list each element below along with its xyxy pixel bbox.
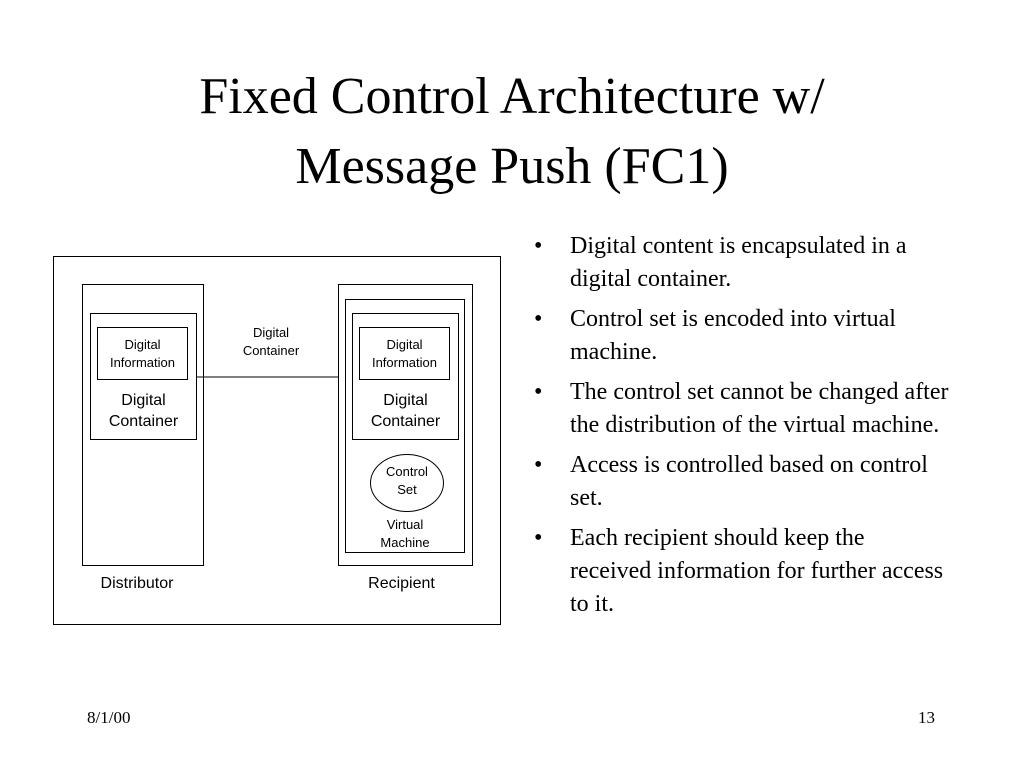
distributor-digital-information [97, 327, 188, 380]
recipient-label: Recipient [368, 575, 435, 592]
control-set-ellipse [370, 454, 444, 512]
bullet-text: Each recipient should keep the received … [570, 525, 944, 617]
slide-title-line-1: Fixed Control Architecture w/ [199, 68, 825, 125]
distributor-container-line-2: Container [108, 413, 179, 430]
architecture-diagram: Digital Information Digital Container Di… [53, 256, 501, 625]
arrow-label: Digital Container [226, 324, 316, 360]
recipient-information-line-2: Information [371, 355, 438, 370]
bullet-item: • Each recipient should keep the received… [530, 522, 950, 621]
distributor-information-line-1: Digital [124, 337, 161, 352]
distributor-container-line-1: Digital [121, 392, 166, 409]
bullet-text: Access is controlled based on control se… [570, 452, 928, 511]
bullet-marker: • [534, 379, 543, 405]
footer-page-number: 13 [918, 708, 935, 727]
bullet-marker: • [534, 525, 543, 551]
recipient-information-line-1: Digital [386, 337, 423, 352]
recipient-container-label: Digital Container [352, 390, 459, 432]
virtual-machine-line-2: Machine [380, 535, 430, 550]
bullet-text: Control set is encoded into virtual mach… [570, 306, 896, 365]
bullet-item: • Control set is encoded into virtual mac… [530, 303, 950, 369]
arrow-label-line-1: Digital [252, 325, 290, 340]
bullet-list: • Digital content is encapsulated in a di… [530, 230, 950, 628]
virtual-machine-label: Virtual Machine [345, 516, 465, 552]
arrow-label-line-2: Container [242, 343, 300, 358]
footer-date: 8/1/00 [87, 708, 131, 727]
virtual-machine-line-1: Virtual [386, 517, 424, 532]
recipient-container-line-2: Container [370, 413, 441, 430]
bullet-item: • The control set cannot be changed after… [530, 376, 950, 442]
distributor-container-label: Digital Container [90, 390, 197, 432]
distributor-information-label: Digital Information [97, 336, 188, 372]
bullet-marker: • [534, 452, 543, 478]
control-set-label: Control Set [370, 463, 444, 499]
distributor-label: Distributor [100, 575, 174, 592]
recipient-digital-information [359, 327, 450, 380]
control-set-line-1: Control [386, 464, 428, 479]
slide-title-line-2: Message Push (FC1) [295, 138, 729, 195]
control-set-line-2: Set [397, 482, 417, 497]
recipient-information-label: Digital Information [359, 336, 450, 372]
distributor-information-line-2: Information [109, 355, 176, 370]
recipient-container-line-1: Digital [383, 392, 428, 409]
bullet-marker: • [534, 233, 543, 259]
bullet-text: The control set cannot be changed after … [570, 379, 949, 438]
bullet-item: • Access is controlled based on control s… [530, 449, 950, 515]
bullet-marker: • [534, 306, 543, 332]
bullet-text: Digital content is encapsulated in a dig… [570, 233, 907, 292]
bullet-item: • Digital content is encapsulated in a di… [530, 230, 950, 296]
slide-title: Fixed Control Architecture w/ Message Pu… [0, 62, 1024, 202]
